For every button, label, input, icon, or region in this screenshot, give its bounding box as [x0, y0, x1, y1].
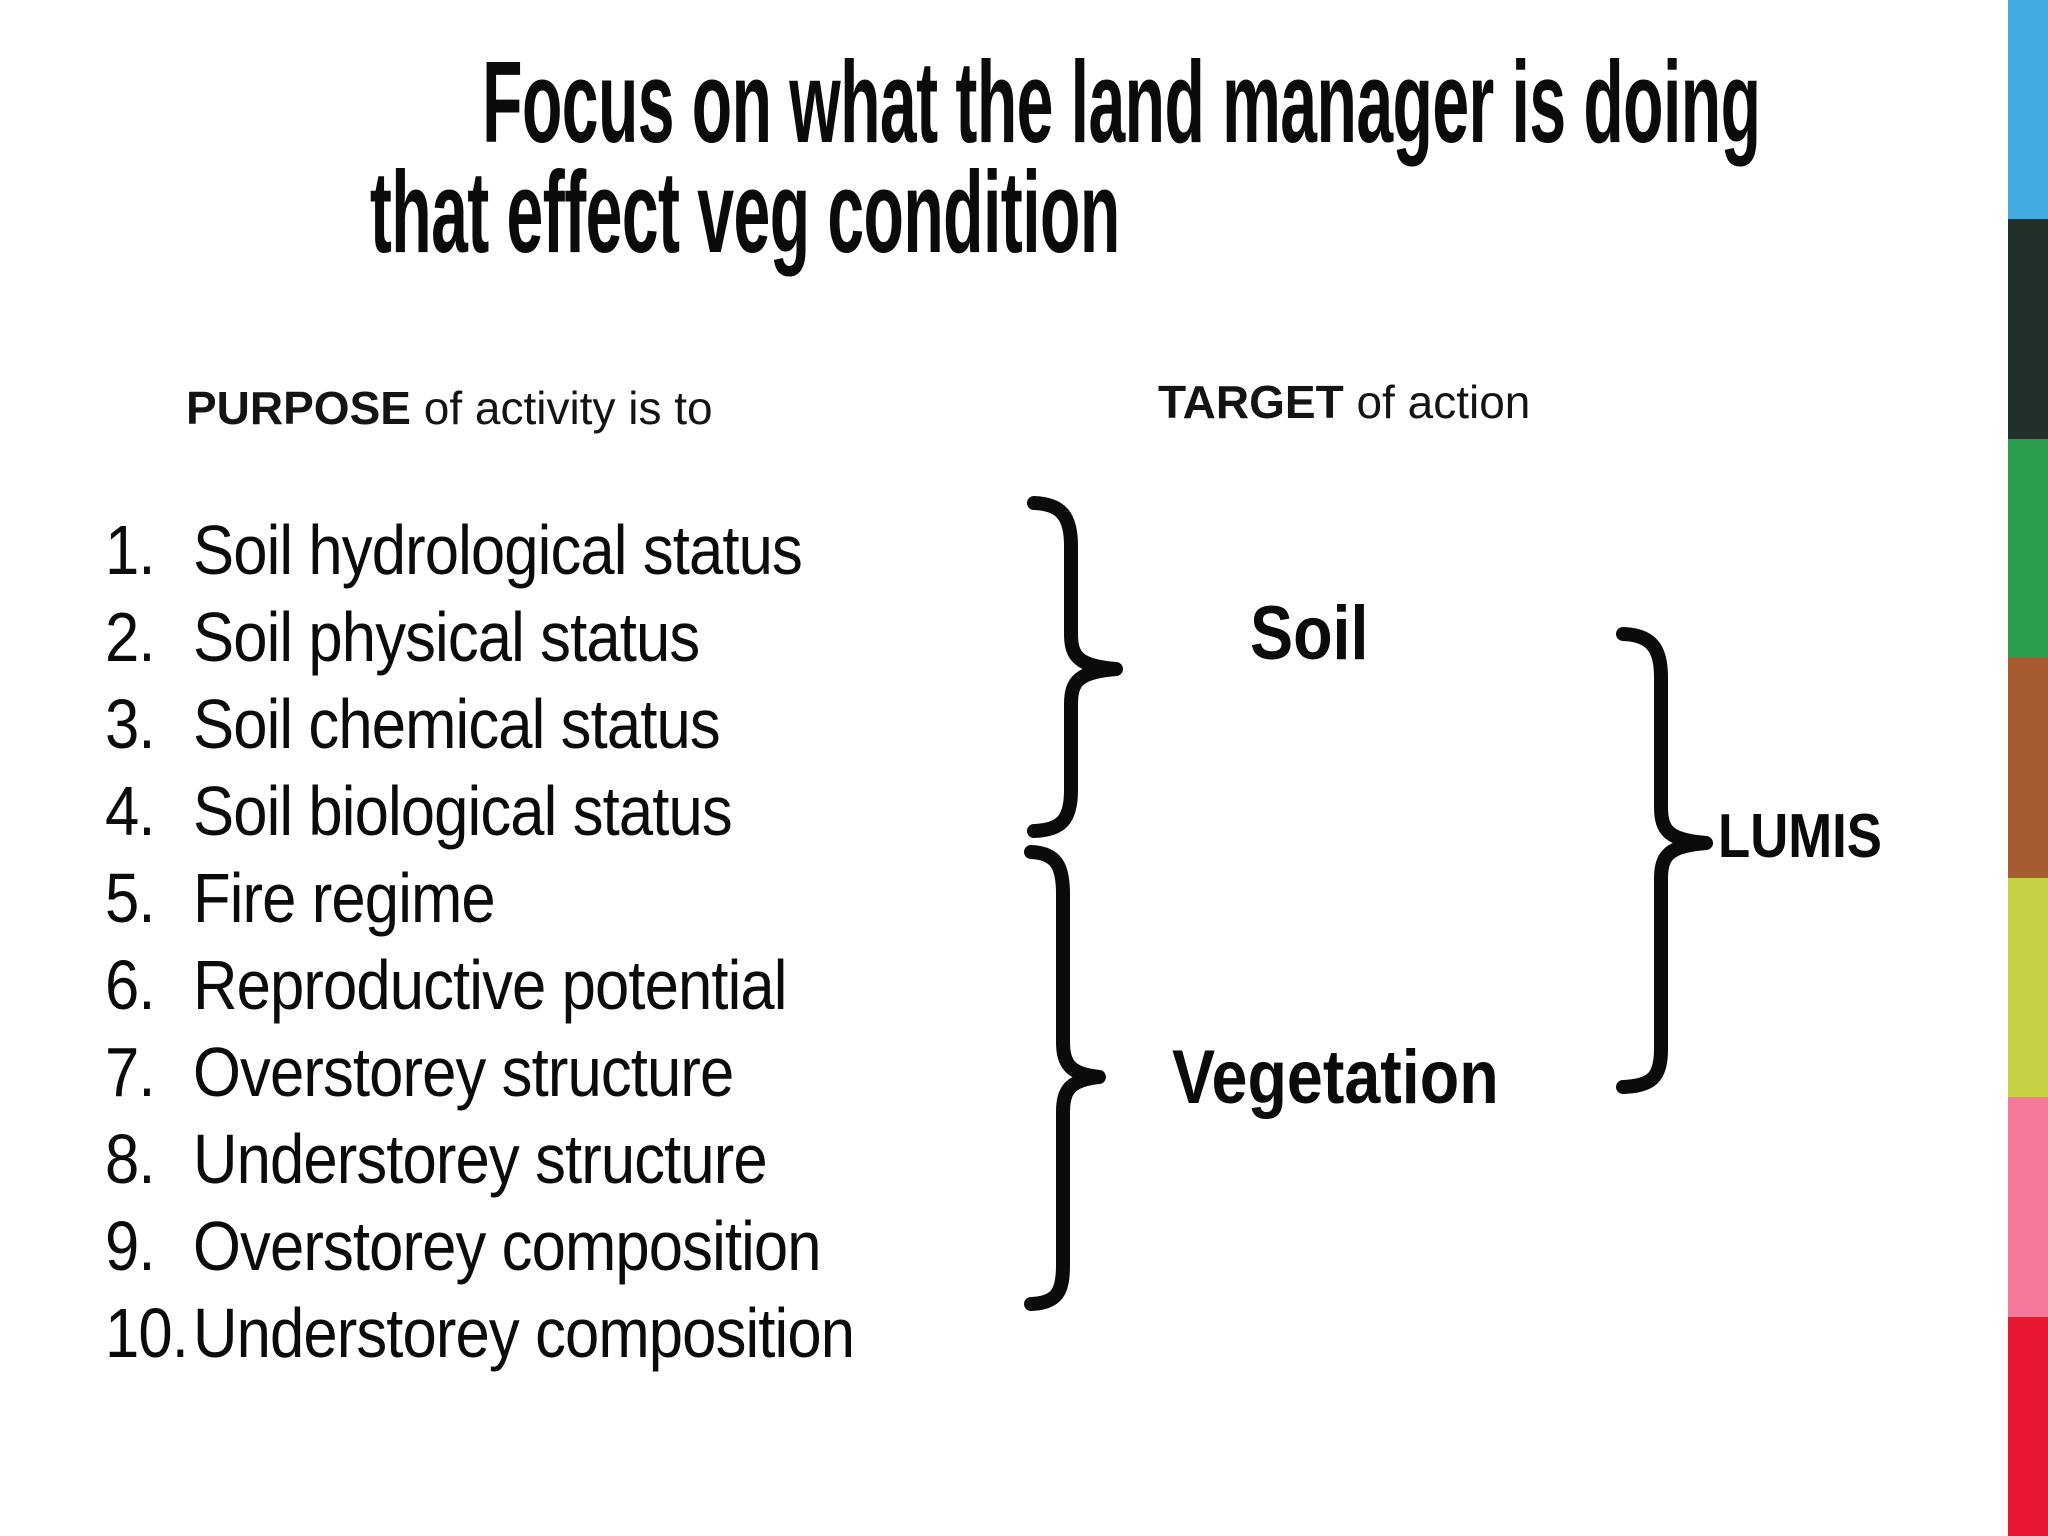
list-item-5: 5. Fire regime [105, 855, 854, 942]
list-item-9-text: Overstorey composition [193, 1207, 822, 1285]
target-header-rest: of action [1343, 376, 1531, 428]
list-item-9-number: 9. [105, 1207, 156, 1285]
lumis-group-label: LUMIS [1718, 806, 1911, 868]
soil-group-label-text: Soil [1250, 591, 1369, 676]
list-item-4-number: 4. [105, 772, 156, 850]
list-item-8-number: 8. [105, 1120, 156, 1198]
list-item-2: 2. Soil physical status [105, 594, 854, 681]
list-item-1: 1. Soil hydrological status [105, 507, 854, 594]
list-item-5-text: Fire regime [193, 859, 496, 937]
color-strip-segment-pink [2008, 1097, 2048, 1317]
list-item-1-number: 1. [105, 511, 156, 589]
lumis-group-label-text: LUMIS [1718, 802, 1882, 871]
list-item-10-text: Understorey composition [193, 1294, 855, 1372]
target-column-header: TARGET of action [1158, 376, 1530, 428]
purpose-column-header: PURPOSE of activity is to [186, 382, 713, 434]
list-item-9: 9. Overstorey composition [105, 1203, 854, 1290]
list-item-3-number: 3. [105, 685, 156, 763]
target-keyword: TARGET [1158, 376, 1344, 428]
vegetation-group-brace-icon [1024, 845, 1106, 1311]
list-item-6-text: Reproductive potential [193, 946, 787, 1024]
color-strip-segment-yellow-green [2008, 877, 2048, 1098]
right-color-strip [2008, 0, 2048, 1536]
list-item-8-text: Understorey structure [193, 1120, 768, 1198]
list-item-4-text: Soil biological status [193, 772, 733, 850]
lumis-group-brace-icon [1616, 627, 1713, 1094]
slide-title-line-2-text: that effect veg condition [370, 147, 1120, 277]
color-strip-segment-red [2008, 1316, 2048, 1536]
slide-title-line-1-text: Focus on what the land manager is doing [482, 37, 1761, 167]
vegetation-group-label: Vegetation [1172, 1040, 1556, 1116]
list-item-8: 8. Understorey structure [105, 1116, 854, 1203]
color-strip-segment-green [2008, 438, 2048, 659]
purpose-header-rest: of activity is to [410, 382, 713, 434]
list-item-6-number: 6. [105, 946, 156, 1024]
list-item-7: 7. Overstorey structure [105, 1029, 854, 1116]
slide-title-line-2: that effect veg condition [0, 154, 1490, 270]
list-item-3: 3. Soil chemical status [105, 681, 854, 768]
list-item-7-text: Overstorey structure [193, 1033, 734, 1111]
list-item-7-number: 7. [105, 1033, 156, 1111]
list-item-10: 10. Understorey composition [105, 1290, 855, 1377]
color-strip-segment-dark-green [2008, 219, 2048, 439]
soil-group-brace-icon [1027, 496, 1123, 838]
list-item-3-text: Soil chemical status [193, 685, 721, 763]
list-item-2-text: Soil physical status [193, 598, 700, 676]
purpose-list: 1. Soil hydrological status 2. Soil phys… [105, 507, 956, 1377]
slide-title-line-1: Focus on what the land manager is doing [0, 44, 1761, 160]
list-item-4: 4. Soil biological status [105, 768, 854, 855]
list-item-2-number: 2. [105, 598, 156, 676]
color-strip-segment-light-blue [2008, 0, 2048, 220]
list-item-6: 6. Reproductive potential [105, 942, 854, 1029]
vegetation-group-label-text: Vegetation [1172, 1035, 1499, 1120]
soil-group-label: Soil [1250, 596, 1389, 672]
list-item-5-number: 5. [105, 859, 156, 937]
purpose-keyword: PURPOSE [186, 382, 411, 434]
list-item-1-text: Soil hydrological status [193, 511, 803, 589]
color-strip-segment-brown [2008, 658, 2048, 878]
list-item-10-number: 10. [105, 1294, 189, 1372]
